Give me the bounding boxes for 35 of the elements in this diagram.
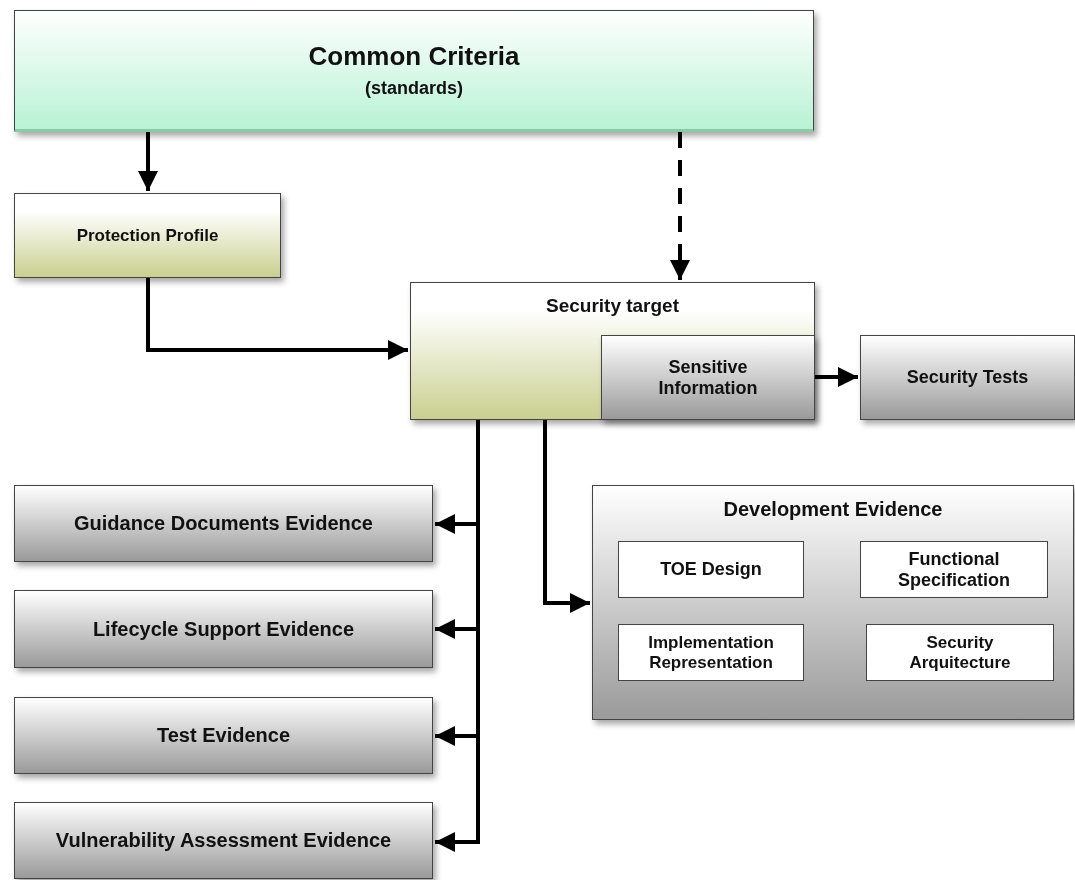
- process-box: [410, 282, 815, 420]
- arrow: [670, 132, 690, 280]
- sub-box: [866, 624, 1054, 681]
- box-title: Functional Specification: [897, 548, 1011, 591]
- process-box: [14, 802, 433, 879]
- box-title: Vulnerability Assessment Evidence: [54, 829, 393, 852]
- process-box: [14, 10, 814, 132]
- box-title: Protection Profile: [75, 225, 220, 246]
- arrow: [146, 278, 408, 360]
- sub-box: [618, 624, 804, 681]
- sub-box: [860, 541, 1048, 598]
- box-title: Common Criteria: [307, 41, 521, 72]
- process-box: [592, 485, 1074, 720]
- process-box: [14, 590, 433, 668]
- box-title: Sensitive Information: [657, 356, 759, 399]
- arrow: [814, 367, 858, 387]
- process-box: [14, 193, 281, 278]
- box-title: Security Arquitecture: [908, 632, 1012, 673]
- box-title: Security Tests: [905, 367, 1030, 388]
- box-title: Guidance Documents Evidence: [73, 512, 374, 535]
- process-box: [14, 697, 433, 774]
- box-title: Development Evidence: [722, 498, 944, 521]
- process-box: [14, 485, 433, 562]
- arrow: [435, 420, 480, 852]
- arrow: [138, 132, 158, 191]
- box-subtitle: (standards): [364, 78, 464, 99]
- process-box: [860, 335, 1075, 420]
- arrow: [543, 420, 590, 613]
- box-title: Test Evidence: [156, 724, 291, 747]
- box-title: TOE Design: [659, 559, 763, 580]
- box-title: Security target: [544, 295, 680, 317]
- box-title: Implementation Representation: [647, 632, 775, 673]
- sub-box: [618, 541, 804, 598]
- box-title: Lifecycle Support Evidence: [91, 617, 356, 641]
- sub-box: [601, 335, 815, 420]
